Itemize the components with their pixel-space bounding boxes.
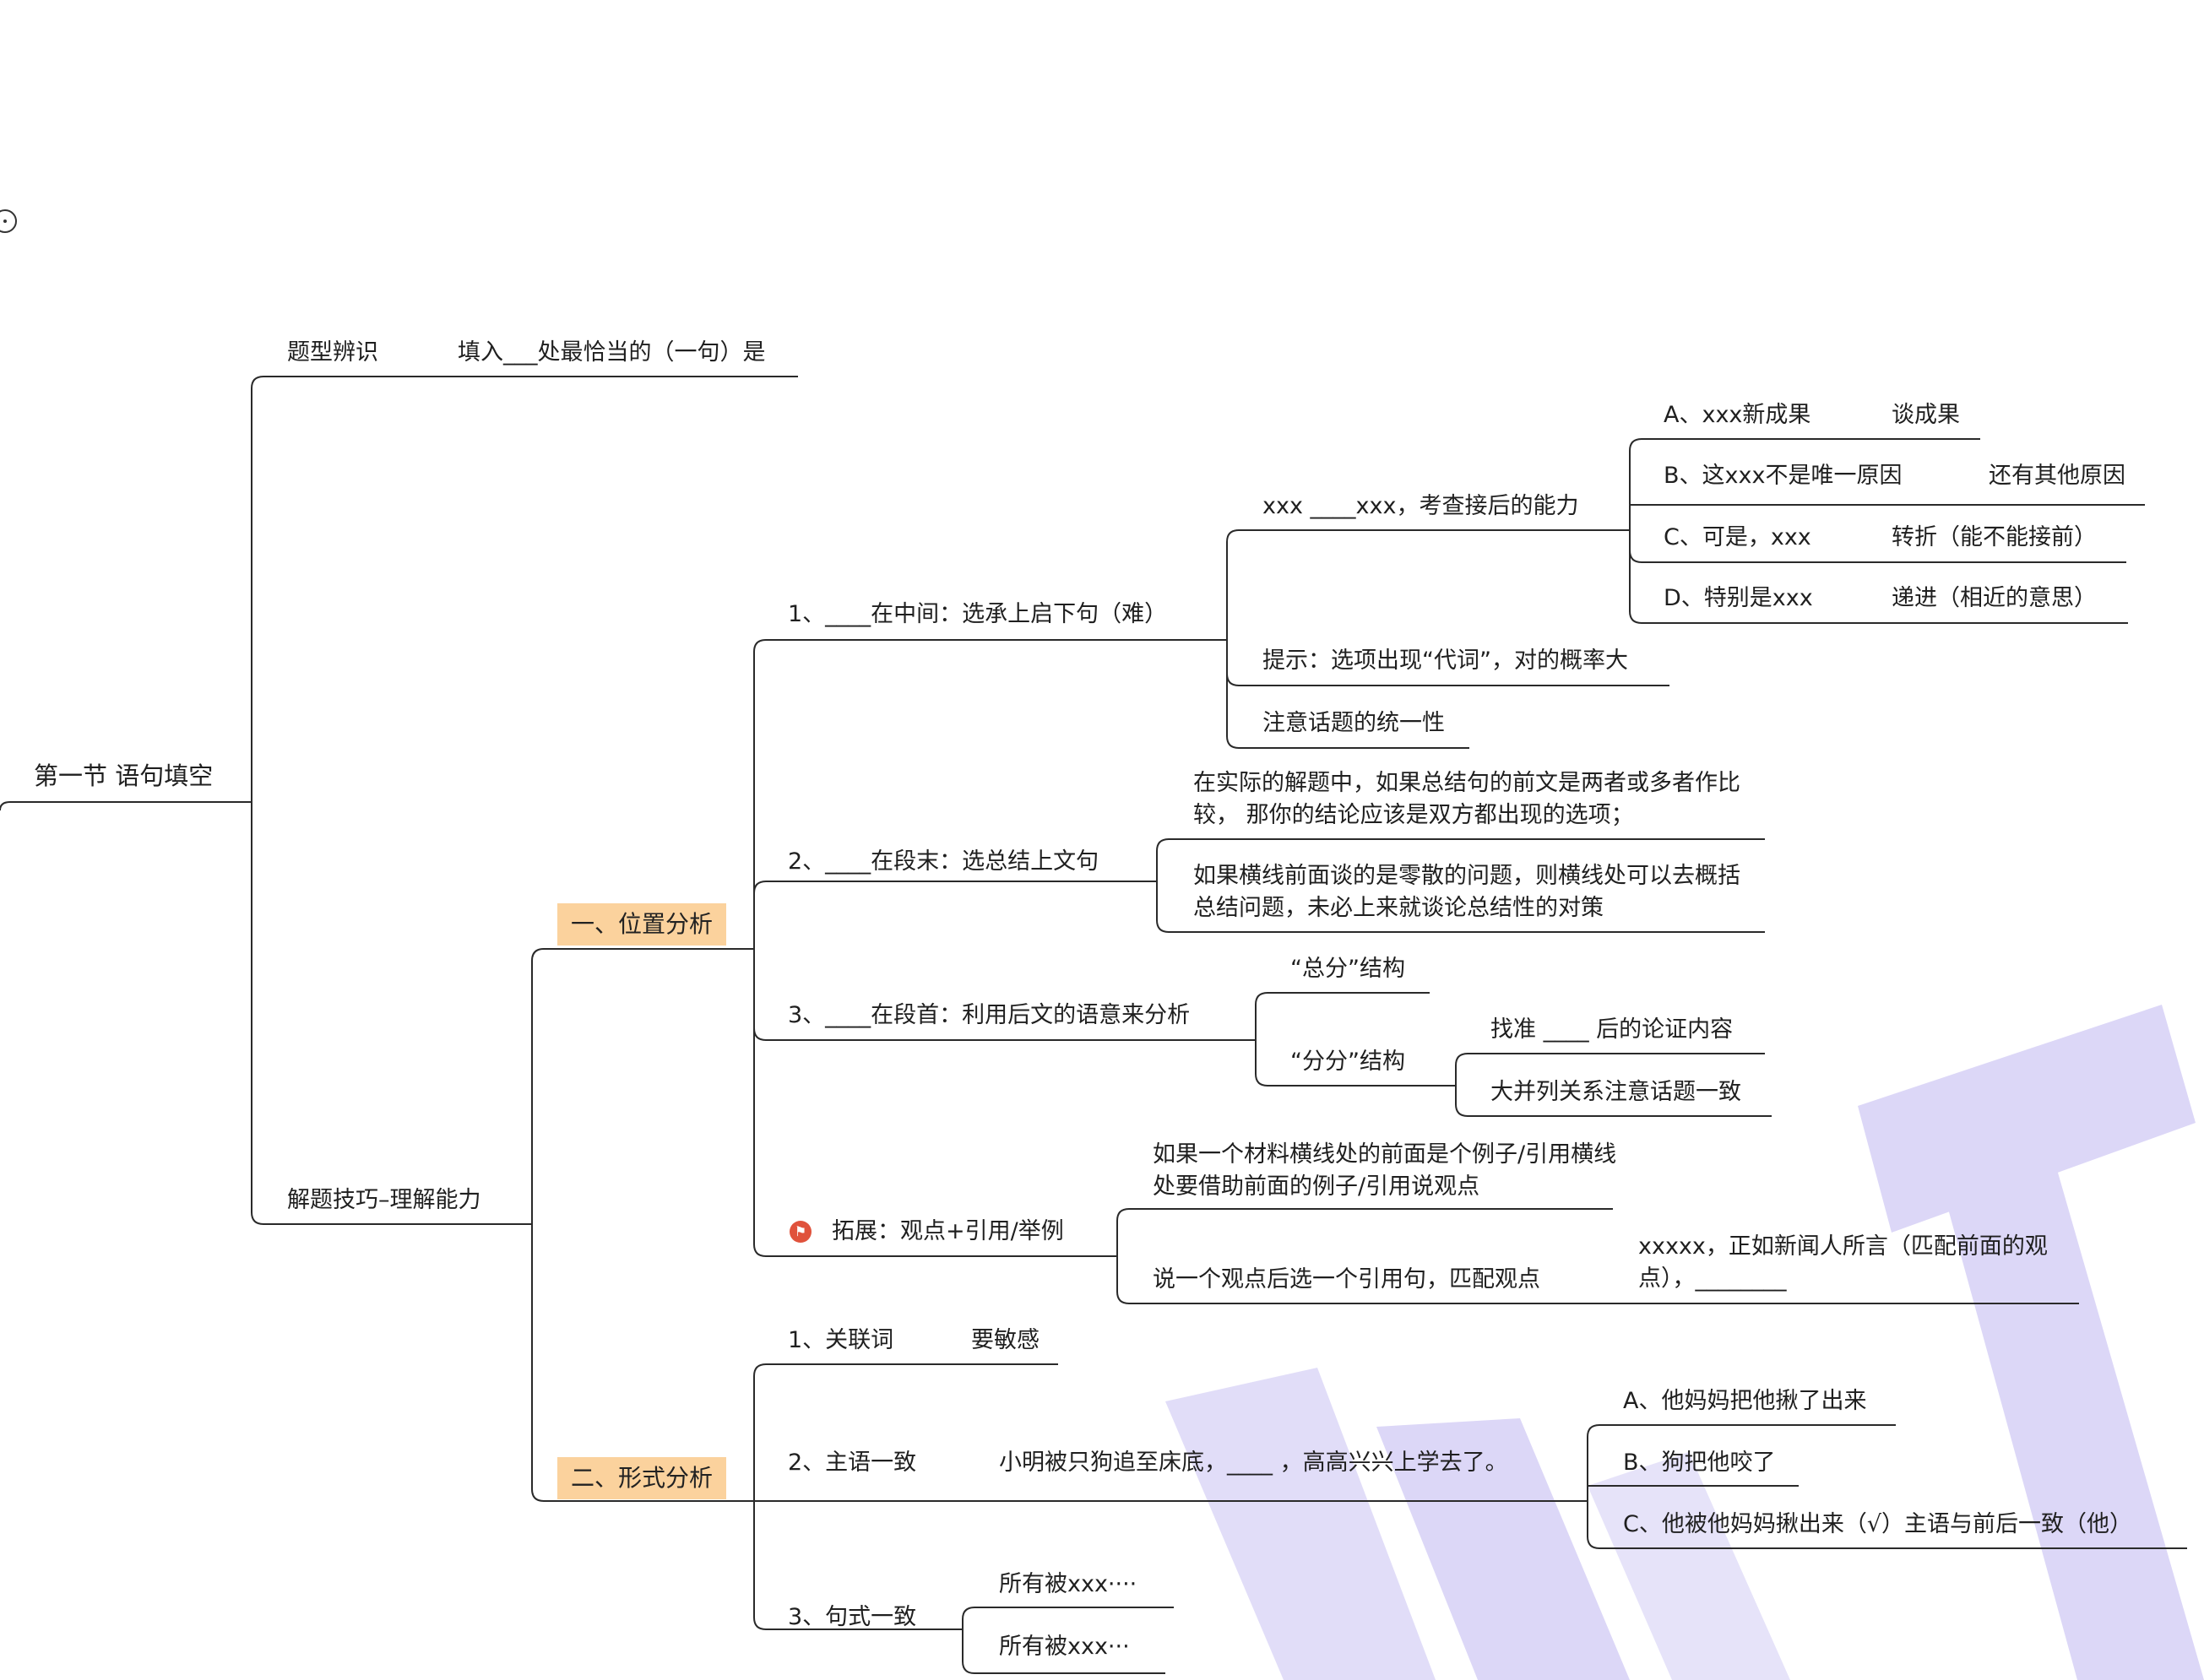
- subject-option-c[interactable]: C、他被他妈妈揪出来（√）主语与前后一致（他）: [1623, 1511, 2133, 1537]
- pattern-item-2[interactable]: 所有被xxx···: [999, 1634, 1130, 1660]
- option-a-note[interactable]: 谈成果: [1892, 402, 1960, 428]
- node-position-analysis[interactable]: 一、位置分析: [557, 903, 727, 946]
- node-extend-note1[interactable]: 如果一个材料横线处的前面是个例子/引用横线处要借助前面的例子/引用说观点: [1153, 1141, 1617, 1200]
- collapse-toggle-icon[interactable]: [0, 208, 22, 241]
- node-conj[interactable]: 1、关联词: [788, 1327, 894, 1353]
- node-extend[interactable]: 拓展：观点+引用/举例: [832, 1218, 1064, 1244]
- subject-option-b[interactable]: B、狗把他咬了: [1623, 1450, 1776, 1476]
- subject-option-a[interactable]: A、他妈妈把他揪了出来: [1623, 1388, 1867, 1414]
- node-middle[interactable]: 1、____在中间：选承上启下句（难）: [788, 601, 1168, 627]
- option-d[interactable]: D、特别是xxx: [1664, 585, 1813, 611]
- option-b-note[interactable]: 还有其他原因: [1989, 463, 2125, 489]
- node-conj-note[interactable]: 要敏感: [971, 1327, 1040, 1353]
- node-type-id[interactable]: 题型辨识: [287, 339, 378, 366]
- option-a[interactable]: A、xxx新成果: [1664, 402, 1811, 428]
- option-d-note[interactable]: 递进（相近的意思）: [1892, 585, 2097, 611]
- root-node[interactable]: 第一节 语句填空: [34, 761, 214, 790]
- option-b[interactable]: B、这xxx不是唯一原因: [1664, 463, 1903, 489]
- node-extend-note2[interactable]: 说一个观点后选一个引用句，匹配观点: [1153, 1266, 1540, 1293]
- node-end[interactable]: 2、____在段末：选总结上文句: [788, 848, 1099, 875]
- node-subject-sentence[interactable]: 小明被只狗追至床底，____ ，高高兴兴上学去了。: [999, 1450, 1508, 1476]
- node-pattern[interactable]: 3、句式一致: [788, 1604, 917, 1630]
- node-start[interactable]: 3、____在段首：利用后文的语意来分析: [788, 1002, 1191, 1028]
- node-find[interactable]: 找准 ____ 后的论证内容: [1490, 1016, 1734, 1043]
- node-fenfen[interactable]: “分分”结构: [1290, 1049, 1405, 1075]
- pattern-item-1[interactable]: 所有被xxx····: [999, 1571, 1137, 1597]
- node-middle-topic[interactable]: 注意话题的统一性: [1262, 710, 1445, 736]
- node-type-id-child[interactable]: 填入___处最恰当的（一句）是: [458, 339, 766, 366]
- node-subject[interactable]: 2、主语一致: [788, 1450, 917, 1476]
- flag-icon: ⚑: [790, 1221, 812, 1243]
- node-zongfen[interactable]: “总分”结构: [1290, 956, 1405, 982]
- option-c[interactable]: C、可是，xxx: [1664, 524, 1811, 550]
- node-extend-quote[interactable]: xxxxx，正如新闻人所言（匹配前面的观点），________: [1638, 1233, 2048, 1292]
- option-c-note[interactable]: 转折（能不能接前）: [1892, 524, 2097, 550]
- node-form-analysis[interactable]: 二、形式分析: [557, 1457, 727, 1499]
- node-end-note1[interactable]: 在实际的解题中，如果总结句的前文是两者或多者作比较， 那你的结论应该是双方都出现…: [1193, 770, 1740, 828]
- node-end-note2[interactable]: 如果横线前面谈的是零散的问题，则横线处可以去概括总结问题，未必上来就谈论总结性的…: [1193, 863, 1740, 921]
- node-middle-tip[interactable]: 提示：选项出现“代词”，对的概率大: [1262, 648, 1628, 674]
- node-middle-ability[interactable]: xxx ____xxx，考查接后的能力: [1262, 493, 1579, 519]
- node-skill[interactable]: 解题技巧–理解能力: [287, 1187, 481, 1213]
- node-parallel[interactable]: 大并列关系注意话题一致: [1490, 1079, 1741, 1105]
